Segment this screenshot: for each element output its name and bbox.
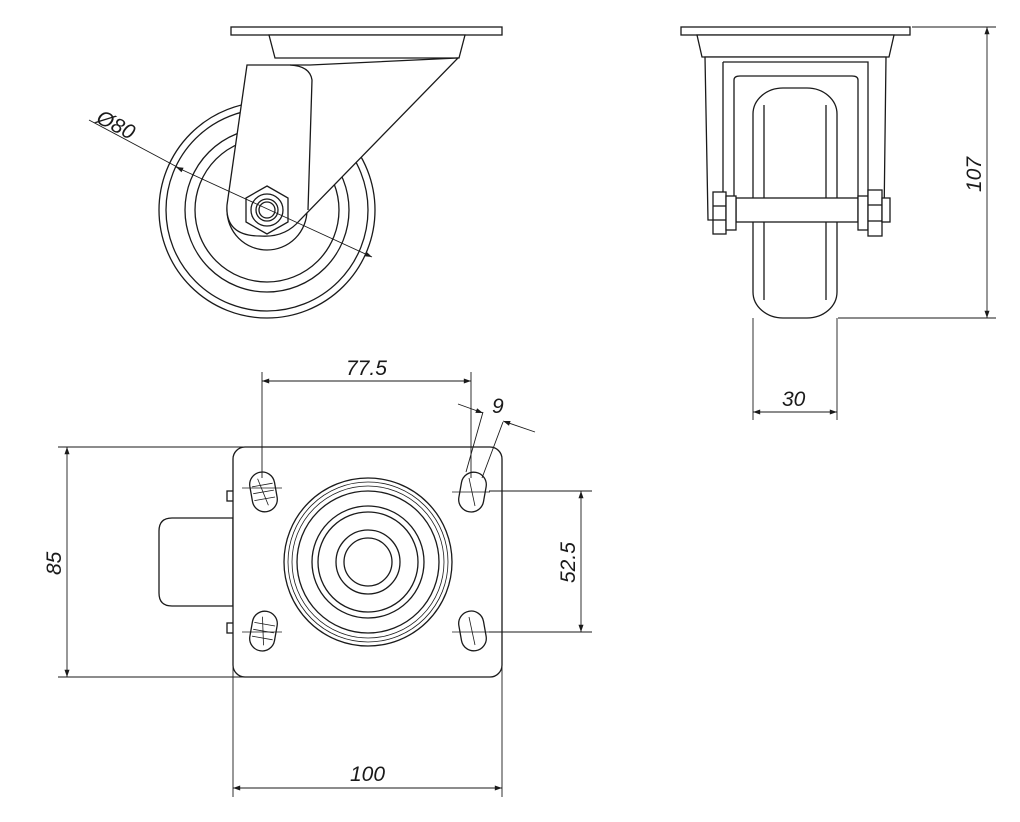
dim-label-slot-width: 9: [492, 395, 504, 418]
front-view: 107 30: [680, 26, 996, 420]
dim-label-hole-spacing-x: 77.5: [346, 357, 387, 380]
dim-label-total-height: 107: [963, 156, 986, 192]
front-axle: [712, 189, 891, 237]
front-bearing-housing: [696, 34, 895, 58]
side-view: Ø80: [88, 26, 503, 319]
dim-total-height: 107: [838, 26, 996, 319]
dim-plate-length: 100: [232, 665, 503, 797]
front-top-plate: [680, 26, 911, 36]
top-slot-bottom-left: [242, 610, 282, 652]
dim-label-plate-length: 100: [350, 763, 385, 786]
dim-hole-spacing-y: 52.5: [489, 490, 592, 633]
side-bearing-housing: [268, 34, 466, 59]
dim-label-plate-width: 85: [43, 551, 66, 575]
dim-label-wheel-diameter: Ø80: [92, 106, 139, 145]
dim-label-hole-spacing-y: 52.5: [557, 542, 580, 583]
top-slot-bottom-right: [452, 610, 490, 652]
dim-label-wheel-width: 30: [782, 388, 806, 411]
dim-hole-spacing-x: 77.5: [261, 357, 472, 478]
top-slot-top-left: [242, 471, 282, 513]
dim-plate-width: 85: [43, 446, 245, 678]
top-mounting-plate: [232, 446, 503, 678]
dim-wheel-width: 30: [752, 318, 838, 420]
top-bearing-rings: [283, 477, 453, 647]
top-slot-top-right: [452, 471, 490, 513]
dim-slot-width: 9: [457, 395, 536, 479]
top-view: 77.5 9 52.5 85 100: [43, 357, 592, 797]
top-fork-protrusion: [158, 517, 234, 607]
side-top-plate: [230, 26, 503, 36]
